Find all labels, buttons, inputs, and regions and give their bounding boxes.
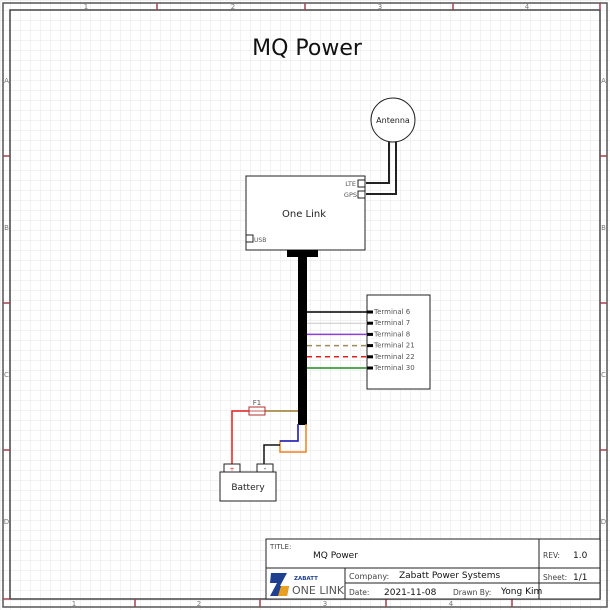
terminal-label: Terminal 6 (373, 308, 411, 316)
sheet-label: Sheet: (543, 573, 567, 582)
battery-positive-terminal[interactable] (223, 463, 241, 473)
terminal-pin[interactable] (367, 344, 373, 348)
rev-label: REV: (543, 551, 560, 560)
gps-cable (366, 142, 397, 195)
zone-col-1-bottom: 1 (72, 600, 76, 608)
rev-value: 1.0 (573, 551, 588, 561)
zabatt-one-link-logo: ZABATT ONE LINK (270, 573, 345, 597)
usb-port-label: USB (254, 237, 266, 244)
logo-small-text: ZABATT (294, 576, 318, 582)
terminal-wires: Terminal 6 Terminal 7 Terminal 8 Terminal 2… (307, 308, 415, 372)
harness-trunk (298, 257, 307, 425)
terminal-label: Terminal 8 (373, 330, 410, 338)
zone-col-3-top: 3 (378, 3, 382, 11)
one-link-module[interactable]: One Link LTE GPS USB (245, 175, 366, 251)
zone-row-c-right: C (601, 371, 606, 379)
lte-port-label: LTE (345, 180, 356, 188)
zone-row-d-right: D (601, 518, 606, 526)
one-link-label: One Link (282, 209, 326, 220)
zone-col-4-top: 4 (525, 3, 530, 11)
battery-positive-wire (231, 410, 249, 472)
zone-col-2-top: 2 (231, 3, 235, 11)
company-label: Company: (349, 572, 389, 581)
zone-col-3-bottom: 3 (323, 600, 327, 608)
zone-row-d-left: D (4, 518, 9, 526)
company-value: Zabatt Power Systems (399, 571, 500, 581)
logo-large-text: ONE LINK (292, 584, 345, 597)
gps-port[interactable] (357, 190, 366, 199)
terminal-label: Terminal 30 (373, 364, 415, 372)
zone-row-a-right: A (601, 77, 606, 85)
terminal-label: Terminal 21 (373, 342, 415, 350)
terminal-pin[interactable] (367, 355, 373, 359)
ground-wire (263, 444, 280, 464)
antenna-label: Antenna (376, 116, 410, 125)
zone-col-2-bottom: 2 (197, 600, 201, 608)
date-value: 2021-11-08 (384, 588, 437, 598)
battery[interactable]: + - Battery (219, 463, 277, 502)
battery-negative-terminal[interactable] (256, 463, 274, 473)
zone-row-c-left: C (4, 371, 9, 379)
fuse-label: F1 (253, 399, 261, 407)
zone-row-b-left: B (4, 224, 9, 232)
date-label: Date: (349, 588, 369, 597)
title-value: MQ Power (313, 551, 358, 561)
battery-positive-symbol: + (229, 466, 234, 473)
zone-ticks (3, 3, 607, 607)
terminal-pin[interactable] (367, 332, 373, 336)
zone-row-b-right: B (601, 224, 606, 232)
terminal-label: Terminal 7 (373, 319, 410, 327)
terminal-pin[interactable] (367, 366, 373, 370)
drawn-by-value: Yong Kim (500, 587, 542, 597)
blue-wire (280, 424, 299, 442)
terminal-pin[interactable] (367, 321, 373, 325)
lte-cable (366, 142, 390, 184)
battery-label: Battery (231, 483, 265, 493)
zone-row-a-left: A (4, 77, 9, 85)
terminal-label: Terminal 22 (373, 353, 415, 361)
gps-port-label: GPS (344, 191, 357, 199)
zone-col-4-bottom: 4 (449, 600, 454, 608)
antenna[interactable]: Antenna (370, 97, 416, 143)
title-label: TITLE: (269, 543, 291, 551)
lte-port[interactable] (357, 179, 366, 188)
zone-col-1-top: 1 (84, 3, 88, 11)
drawn-by-label: Drawn By: (453, 588, 491, 597)
title-block (265, 538, 601, 600)
usb-port[interactable] (245, 234, 254, 243)
harness-connector (287, 250, 318, 257)
sheet-value: 1/1 (573, 573, 587, 583)
fuse-f1[interactable] (248, 406, 266, 416)
page-title: MQ Power (252, 36, 363, 61)
terminal-block[interactable] (366, 294, 431, 390)
battery-negative-symbol: - (264, 465, 267, 473)
terminal-pin[interactable] (367, 310, 373, 314)
